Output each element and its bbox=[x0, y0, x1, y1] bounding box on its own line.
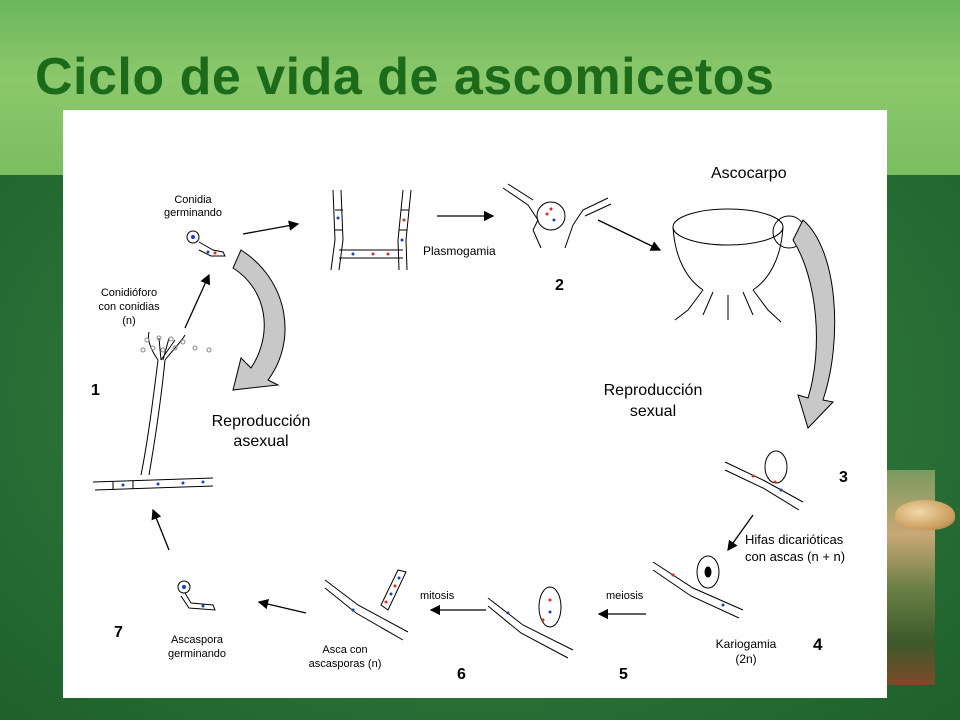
conidiophore-label-line2: con conidias bbox=[98, 301, 160, 313]
karyogamy-label-line1: Kariogamia bbox=[716, 637, 777, 651]
step-4: 4 bbox=[813, 635, 823, 654]
sexual-cycle-arrow bbox=[792, 219, 836, 429]
plasmogamy-label: Plasmogamia bbox=[423, 244, 496, 258]
step-1: 1 bbox=[91, 382, 100, 399]
life-cycle-diagram: Conidia germinando Plasmogamia Ascocarpo… bbox=[91, 165, 848, 683]
karyogamy-label-line2: (2n) bbox=[735, 652, 756, 666]
ascocarp-drawing bbox=[672, 208, 806, 323]
ascus-label-line2: ascasporas (n) bbox=[309, 658, 382, 670]
ascospore-label-line2: germinando bbox=[168, 648, 226, 660]
germinating-ascospore-drawing bbox=[177, 580, 216, 611]
ascocarp-label: Ascocarpo bbox=[711, 165, 787, 182]
step-7: 7 bbox=[114, 624, 123, 641]
sexual-reproduction-label-line1: Reproducción bbox=[604, 382, 703, 399]
step-3: 3 bbox=[839, 469, 848, 486]
dikaryotic-hypha-drawing bbox=[724, 450, 804, 511]
plasmogamy-drawing bbox=[502, 183, 612, 249]
germinating-conidia-drawing bbox=[186, 230, 226, 257]
sexual-reproduction-label-line2: sexual bbox=[630, 403, 676, 420]
karyogamy-drawing bbox=[652, 555, 744, 619]
ascospore-label-line1: Ascaspora bbox=[171, 634, 224, 646]
mitosis-label: mitosis bbox=[420, 590, 455, 602]
step-2: 2 bbox=[555, 277, 564, 294]
ascus-drawing bbox=[324, 569, 409, 641]
step-6: 6 bbox=[457, 666, 466, 683]
hyphae-pair-drawing bbox=[330, 189, 412, 271]
dikaryotic-hyphae-label-line1: Hifas dicarióticas bbox=[745, 532, 844, 547]
diagram-panel: Conidia germinando Plasmogamia Ascocarpo… bbox=[63, 110, 887, 698]
asexual-cycle-arrow bbox=[232, 249, 286, 391]
dikaryotic-hyphae-label-line2: con ascas (n + n) bbox=[745, 549, 845, 564]
mushroom-cap bbox=[895, 500, 955, 530]
conidiophore-label-line3: (n) bbox=[122, 315, 135, 327]
conidiophore-label-line1: Conidióforo bbox=[101, 287, 157, 299]
meiosis-label: meiosis bbox=[606, 590, 644, 602]
asexual-reproduction-label-line1: Reproducción bbox=[212, 413, 311, 430]
asexual-reproduction-label-line2: asexual bbox=[233, 433, 288, 450]
flow-arrows bbox=[151, 210, 754, 620]
slide-title: Ciclo de vida de ascomicetos bbox=[35, 48, 775, 106]
conidia-label-line1: Conidia bbox=[174, 194, 212, 206]
conidiophore-drawing bbox=[92, 331, 214, 491]
ascus-label-line1: Asca con bbox=[322, 644, 367, 656]
conidia-label-line2: germinando bbox=[164, 207, 222, 219]
meiosis-drawing bbox=[487, 586, 574, 659]
step-5: 5 bbox=[619, 666, 628, 683]
